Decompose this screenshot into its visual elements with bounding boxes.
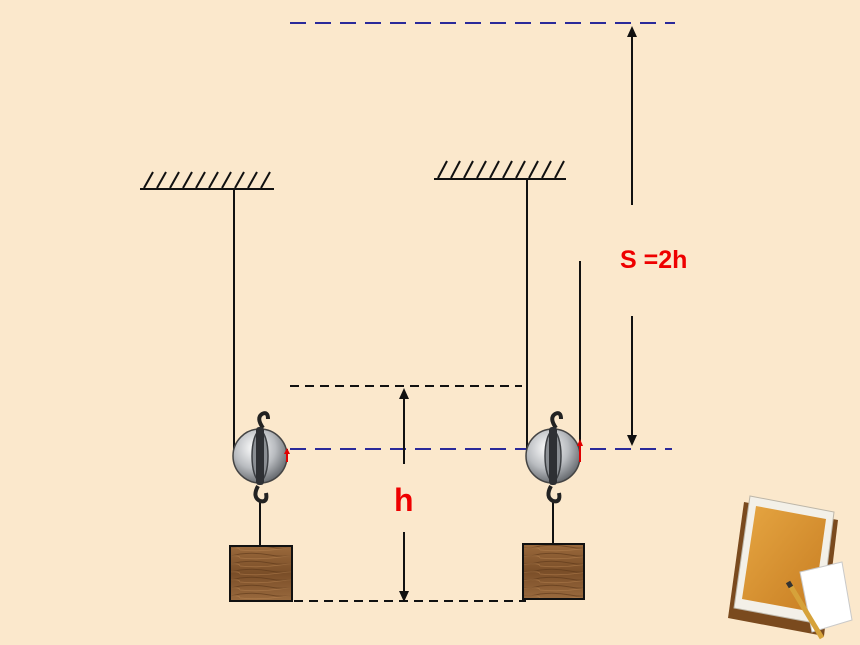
book-pencil-icon <box>728 495 853 640</box>
load-height-arrow-head-down <box>399 591 409 602</box>
wooden-block-icon <box>229 545 293 602</box>
rope-distance-label: S =2h <box>620 246 687 274</box>
wooden-block-icon <box>522 543 585 600</box>
movable-pulley-icon <box>232 411 290 504</box>
rope-distance-arrow-head-up <box>627 26 637 37</box>
load-height-label: h <box>394 482 414 518</box>
rope-distance-arrow-head-down <box>627 435 637 446</box>
load-height-arrow-head-up <box>399 388 409 399</box>
left-ceiling-support <box>140 171 274 190</box>
movable-pulley-icon <box>525 411 583 504</box>
right-ceiling-support <box>434 160 566 180</box>
